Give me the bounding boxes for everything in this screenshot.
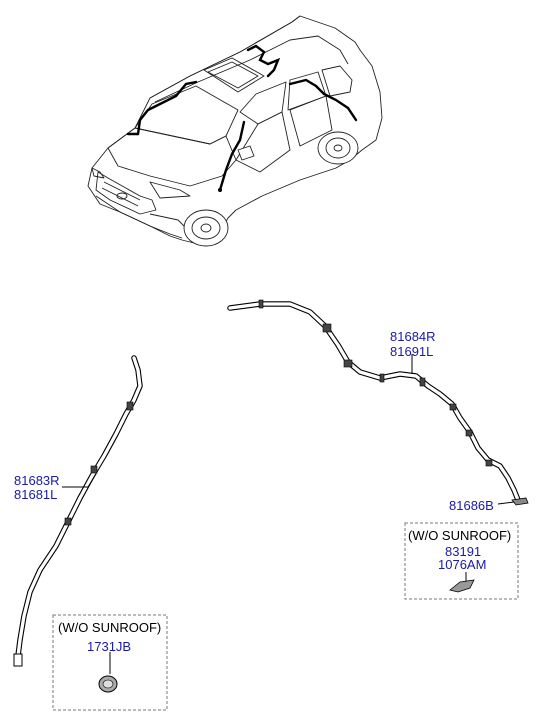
hose-right-assembly <box>227 299 529 506</box>
hose-clip <box>258 299 264 309</box>
hose-clip <box>343 359 353 368</box>
hose-clip <box>419 377 426 387</box>
nozzle-81686b <box>511 497 529 506</box>
label-81681l: 81681L <box>14 487 57 502</box>
left-box-title: (W/O SUNROOF) <box>58 620 161 635</box>
hose-clip <box>379 373 385 383</box>
label-1731jb: 1731JB <box>87 639 131 654</box>
label-81691l: 81691L <box>390 344 433 359</box>
hose-clip <box>449 403 457 411</box>
hose-clip <box>90 465 98 474</box>
label-83191: 83191 <box>445 544 481 559</box>
right-box-title: (W/O SUNROOF) <box>408 528 511 543</box>
label-81686b: 81686B <box>449 498 494 513</box>
label-1076am: 1076AM <box>438 557 486 572</box>
hose-clip <box>465 429 473 437</box>
left-option-box: (W/O SUNROOF) 1731JB <box>52 614 168 711</box>
label-81683r: 81683R <box>14 473 60 488</box>
hose-clip <box>485 459 493 467</box>
vehicle-illustration <box>87 15 383 247</box>
label-81684r: 81684R <box>390 329 436 344</box>
hose-clip <box>64 517 72 526</box>
hose-clip <box>322 323 332 333</box>
hose-connector <box>13 653 23 667</box>
grommet-1076am <box>449 579 475 593</box>
right-option-box: (W/O SUNROOF) 83191 1076AM <box>404 522 519 600</box>
hose-clip <box>126 401 134 411</box>
